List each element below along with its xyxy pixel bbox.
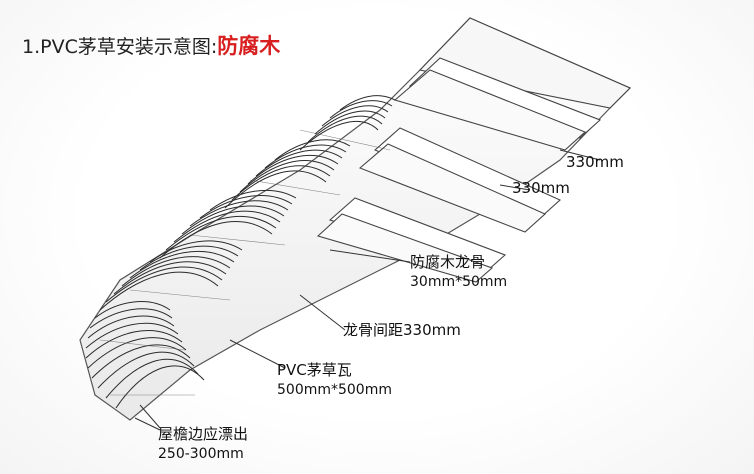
title-prefix: 1.PVC茅草安装示意图: [22,36,218,58]
batten-callout: 防腐木龙骨 30mm*50mm [410,252,507,292]
tile-size: 500mm*500mm [277,382,392,398]
spacing-label-mid: 330mm [512,179,570,197]
thatch-shading [99,129,391,396]
eave-range: 250-300mm [158,446,244,462]
battens [316,17,631,283]
tile-name: PVC茅草瓦 [277,361,352,379]
batten-name: 防腐木龙骨 [410,253,486,271]
spacing-label-top: 330mm [566,153,624,171]
eave-callout: 屋檐边应漂出 250-300mm [158,424,248,464]
thatch-rows [85,95,396,409]
title-accent: 防腐木 [217,34,281,58]
batten-size: 30mm*50mm [410,274,508,290]
diagram-title: 1.PVC茅草安装示意图:防腐木 [22,30,280,60]
batten-spacing-callout: 龙骨间距330mm [343,321,461,339]
tile-callout: PVC茅草瓦 500mm*500mm [277,360,392,400]
leader-lines [134,149,601,431]
eave-overhang: 屋檐边应漂出 [158,425,249,443]
